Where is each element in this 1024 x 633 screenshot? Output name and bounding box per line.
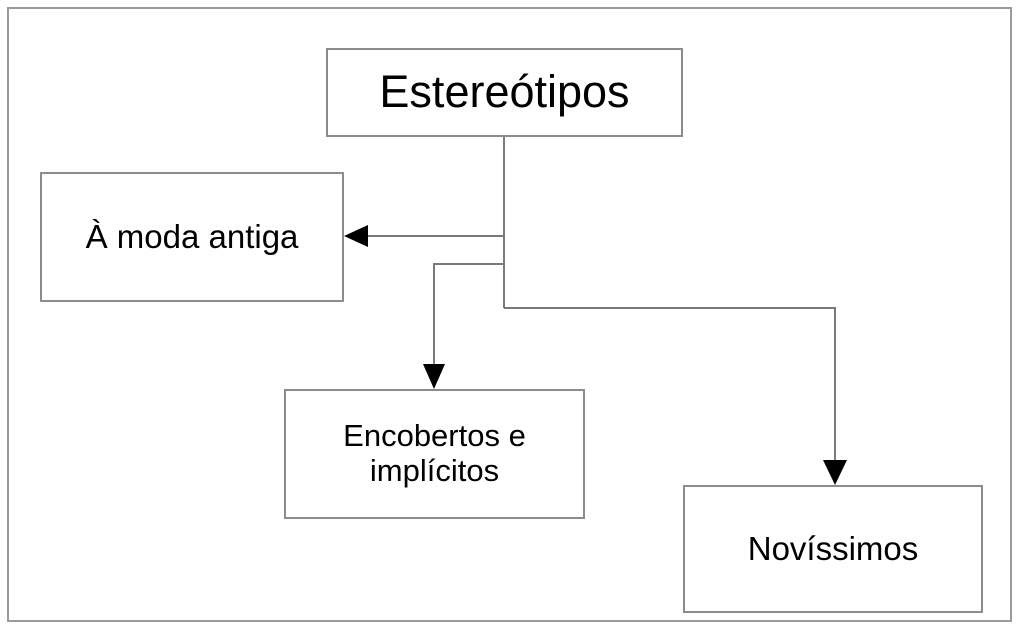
node-novissimos[interactable]: Novíssimos <box>683 485 983 613</box>
node-encobertos-e-implicitos[interactable]: Encobertos e implícitos <box>284 389 585 519</box>
connector-root-to-newest <box>504 307 836 483</box>
node-estereotipos[interactable]: Estereótipos <box>326 48 683 137</box>
connector-root-to-covert <box>433 263 504 387</box>
diagram-outer-frame <box>7 7 1012 622</box>
node-a-moda-antiga[interactable]: À moda antiga <box>40 172 344 302</box>
arrowhead-covert <box>423 364 445 389</box>
arrowhead-newest <box>823 460 847 485</box>
arrowhead-old <box>344 225 368 247</box>
